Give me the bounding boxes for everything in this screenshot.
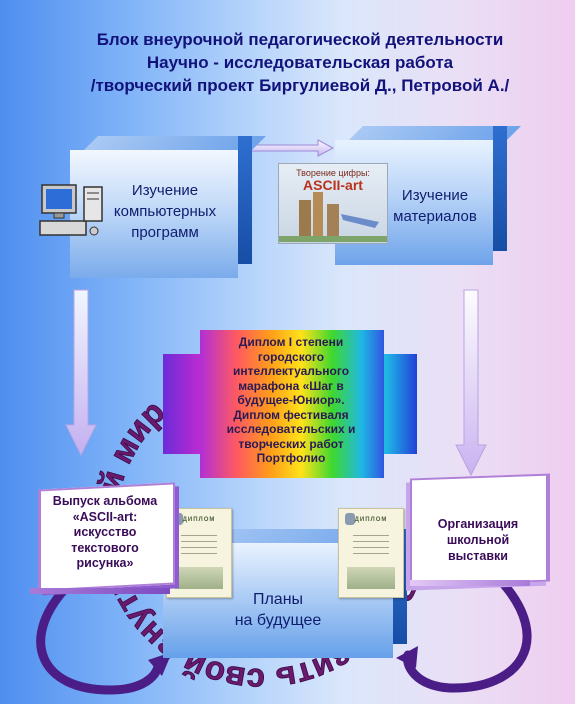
- title-line-1: Блок внеурочной педагогической деятельно…: [96, 30, 504, 49]
- center-line-6: Диплом фестиваля: [233, 407, 349, 422]
- center-line-7: исследовательских и: [226, 422, 356, 436]
- curve-arrow-left: [36, 585, 172, 695]
- title-line-3: /творческий проект Биргулиевой Д., Петро…: [90, 76, 510, 95]
- arrow-down-left: [65, 289, 97, 457]
- banner-right-line-1: Организация: [437, 517, 519, 531]
- arrow-down-right: [455, 289, 487, 477]
- book-subtitle: ASCII-art: [303, 177, 363, 193]
- center-line-4: марафона «Шаг в: [238, 378, 344, 393]
- curve-arrow-right: [396, 575, 532, 693]
- center-line-3: интеллектуального: [232, 364, 350, 378]
- page-title: Блок внеурочной педагогической деятельно…: [40, 28, 560, 97]
- banner-right-line-3: выставки: [447, 549, 508, 563]
- banner-right-line-2: школьной: [446, 533, 510, 547]
- banner-left-line-3: искусство: [73, 525, 137, 539]
- banner-left-line-4: текстового: [71, 540, 139, 555]
- diploma-right-label: ДИПЛОМ: [354, 517, 388, 523]
- center-line-2: городского: [257, 349, 325, 364]
- center-line-1: Диплом I степени: [238, 335, 344, 349]
- box-left-line-1: Изучение: [131, 182, 199, 199]
- diploma-left-label: ДИПЛОМ: [182, 517, 216, 523]
- banner-left-line-5: рисунка»: [76, 556, 134, 570]
- diploma-image-right: ДИПЛОМ: [338, 508, 404, 598]
- box-right-line-1: Изучение: [401, 187, 469, 204]
- center-line-8: творческих работ: [238, 436, 344, 451]
- center-line-5: будущее-Юниор».: [237, 393, 345, 407]
- computer-icon: [39, 184, 103, 236]
- book-cover-image: Творение цифры: ASCII-art: [278, 163, 388, 244]
- banner-left-line-1: Выпуск альбома: [52, 494, 158, 508]
- center-line-9: Портфолио: [256, 451, 326, 465]
- box-bottom-line-2: на будущее: [234, 612, 322, 629]
- book-title: Творение цифры:: [296, 168, 370, 178]
- box-right-line-2: материалов: [393, 208, 477, 225]
- box-left-line-2: компьютерных: [113, 203, 217, 220]
- banner-left-line-2: «ASCII-art:: [72, 509, 138, 524]
- title-line-2: Научно - исследовательская работа: [146, 53, 454, 72]
- diploma-image-left: ДИПЛОМ: [166, 508, 232, 598]
- box-bottom-line-1: Планы: [252, 591, 304, 608]
- book-illustration: [279, 192, 387, 242]
- box-left-line-3: программ: [131, 224, 199, 241]
